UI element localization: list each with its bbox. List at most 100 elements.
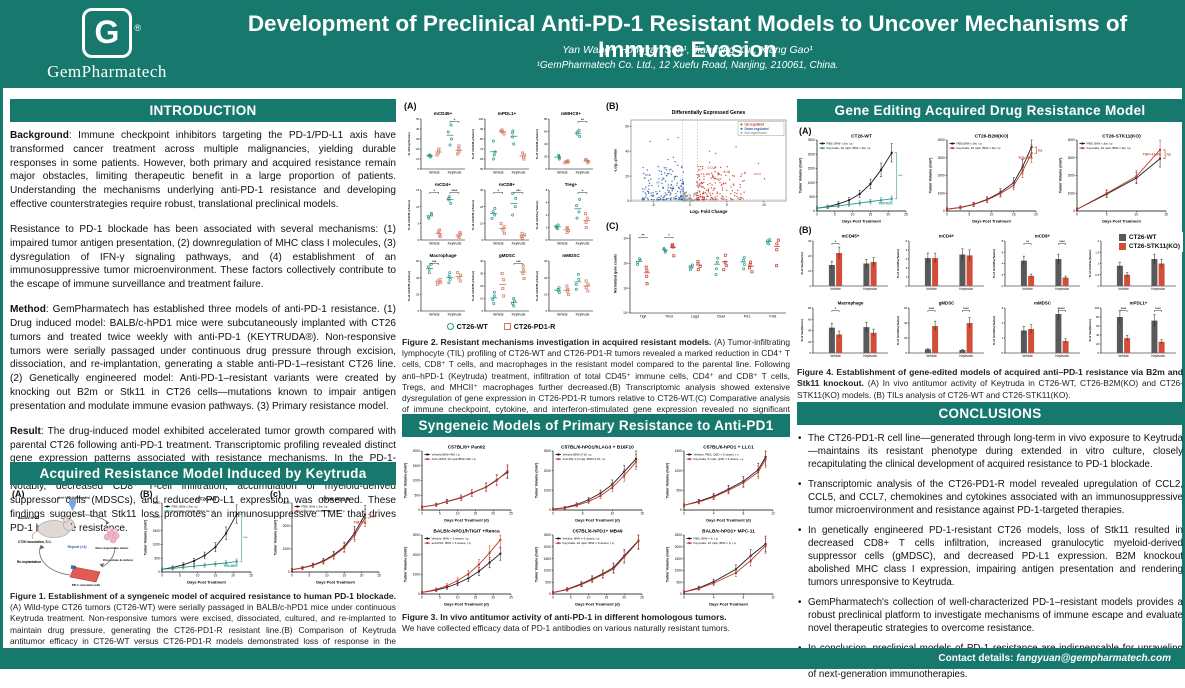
svg-text:15: 15 xyxy=(1012,213,1016,217)
svg-text:12: 12 xyxy=(771,512,775,516)
svg-text:Vehicle: Vehicle xyxy=(429,170,440,174)
svg-text:2: 2 xyxy=(546,226,548,230)
svg-text:0: 0 xyxy=(906,284,908,288)
svg-text:10: 10 xyxy=(990,213,994,217)
svg-text:Pd1: Pd1 xyxy=(744,315,750,319)
svg-text:*: * xyxy=(454,118,456,122)
right-column: Gene Editing Acquired Drug Resistance Mo… xyxy=(797,99,1183,680)
svg-text:mMHCII+: mMHCII+ xyxy=(561,111,581,116)
svg-text:20: 20 xyxy=(544,276,548,280)
svg-text:25: 25 xyxy=(249,574,253,578)
svg-text:30: 30 xyxy=(416,137,420,141)
svg-text:0: 0 xyxy=(418,309,420,313)
svg-text:0: 0 xyxy=(680,592,682,596)
svg-text:Vehicle: Vehicle xyxy=(429,312,440,316)
svg-text:60: 60 xyxy=(808,317,812,321)
section-title: INTRODUCTION xyxy=(149,103,257,118)
svg-text:1000: 1000 xyxy=(938,191,945,195)
svg-text:Tigit: Tigit xyxy=(640,315,647,319)
svg-text:***: *** xyxy=(432,260,437,264)
section-header-acquired-resistance: Acquired Resistance Model Induced by Key… xyxy=(10,462,396,485)
svg-text:Keytruda, 10 mpk, BIW × 6, i.p: Keytruda, 10 mpk, BIW × 6, i.p. xyxy=(694,541,737,545)
svg-text:0: 0 xyxy=(549,592,551,596)
svg-text:100: 100 xyxy=(1095,306,1100,310)
svg-text:Ccl2: Ccl2 xyxy=(707,166,713,170)
svg-text:30: 30 xyxy=(480,272,484,276)
svg-text:Tumor Volume (mm³): Tumor Volume (mm³) xyxy=(144,519,148,555)
svg-text:Vehicle: Vehicle xyxy=(493,312,504,316)
svg-text:1: 1 xyxy=(1098,262,1100,266)
svg-text:mMDSC: mMDSC xyxy=(562,253,580,258)
svg-text:3000: 3000 xyxy=(283,501,290,505)
svg-text:Vehicle: Vehicle xyxy=(1022,354,1033,358)
svg-text:30: 30 xyxy=(808,239,812,243)
svg-text:Days Post Treatment: Days Post Treatment xyxy=(316,579,355,584)
svg-text:20: 20 xyxy=(480,284,484,288)
svg-text:2: 2 xyxy=(1002,273,1004,277)
svg-text:Vehicle, BIW × 3 doses, i.p.: Vehicle, BIW × 3 doses, i.p. xyxy=(432,537,470,541)
svg-text:60: 60 xyxy=(480,157,484,161)
svg-text:Keytruda: Keytruda xyxy=(1151,354,1164,358)
svg-text:0: 0 xyxy=(482,238,484,242)
svg-text:C57BL/6-hPD1 + LLC1: C57BL/6-hPD1 + LLC1 xyxy=(703,445,754,451)
svg-text:2500: 2500 xyxy=(808,138,815,142)
svg-text:0: 0 xyxy=(158,570,160,574)
svg-text:4000: 4000 xyxy=(1068,138,1075,142)
svg-text:% of mCD45+(Tumor): % of mCD45+(Tumor) xyxy=(407,271,411,301)
section-header-conclusions: CONCLUSIONS xyxy=(797,402,1183,425)
svg-text:10: 10 xyxy=(456,596,460,600)
svg-text:mCD45+: mCD45+ xyxy=(842,233,860,238)
svg-text:CT26-WT: CT26-WT xyxy=(196,497,217,503)
svg-text:0: 0 xyxy=(810,284,812,288)
svg-text:TGI=8%: TGI=8% xyxy=(354,521,367,525)
flask-icon xyxy=(69,565,101,583)
svg-text:gMDSC: gMDSC xyxy=(939,300,955,305)
svg-text:20: 20 xyxy=(622,596,626,600)
svg-text:****: **** xyxy=(963,307,969,311)
svg-text:Treg+: Treg+ xyxy=(565,182,578,187)
svg-text:1500: 1500 xyxy=(413,464,420,468)
svg-text:10: 10 xyxy=(1135,213,1139,217)
svg-text:Macrophage: Macrophage xyxy=(838,300,864,305)
svg-text:2000: 2000 xyxy=(413,553,420,557)
svg-text:1000: 1000 xyxy=(413,573,420,577)
svg-text:***: *** xyxy=(516,189,521,193)
svg-text:500: 500 xyxy=(545,580,551,584)
svg-text:20: 20 xyxy=(231,574,235,578)
svg-text:Keytruda, 10 mpk, BIW x 3w, i.: Keytruda, 10 mpk, BIW x 3w, i.p. xyxy=(957,146,1002,150)
svg-text:*: * xyxy=(582,189,584,193)
svg-text:10: 10 xyxy=(456,512,460,516)
svg-text:12: 12 xyxy=(771,596,775,600)
svg-text:40: 40 xyxy=(416,127,420,131)
svg-text:0: 0 xyxy=(418,238,420,242)
tumor-cluster-icon xyxy=(103,527,120,544)
svg-text:0: 0 xyxy=(813,209,815,213)
svg-text:Differentially Expressed Genes: Differentially Expressed Genes xyxy=(672,110,746,116)
svg-text:C57BL/6+ Pan02: C57BL/6+ Pan02 xyxy=(448,445,486,451)
svg-text:Keytruda: Keytruda xyxy=(1055,287,1068,291)
svg-text:Tumor Volume (mm³): Tumor Volume (mm³) xyxy=(274,519,278,555)
svg-text:1: 1 xyxy=(1002,336,1004,340)
svg-text:50: 50 xyxy=(480,167,484,171)
svg-text:-5: -5 xyxy=(652,203,655,207)
svg-text:20: 20 xyxy=(491,512,495,516)
svg-text:20: 20 xyxy=(808,340,812,344)
svg-text:1000: 1000 xyxy=(544,569,551,573)
label-repeat: Repeat (×4) xyxy=(68,545,87,549)
svg-text:Tumor Volume (mm³): Tumor Volume (mm³) xyxy=(535,462,539,498)
svg-text:*: * xyxy=(835,240,837,244)
svg-text:Days Post Treatment (d): Days Post Treatment (d) xyxy=(575,517,620,522)
svg-text:ns: ns xyxy=(1038,149,1042,153)
svg-text:500: 500 xyxy=(154,556,160,560)
svg-text:Keytruda, 10 mpk, BIW x 3w, i.: Keytruda, 10 mpk, BIW x 3w, i.p. xyxy=(827,146,872,150)
svg-text:Keytruda: Keytruda xyxy=(448,170,462,174)
svg-text:5: 5 xyxy=(726,203,728,207)
